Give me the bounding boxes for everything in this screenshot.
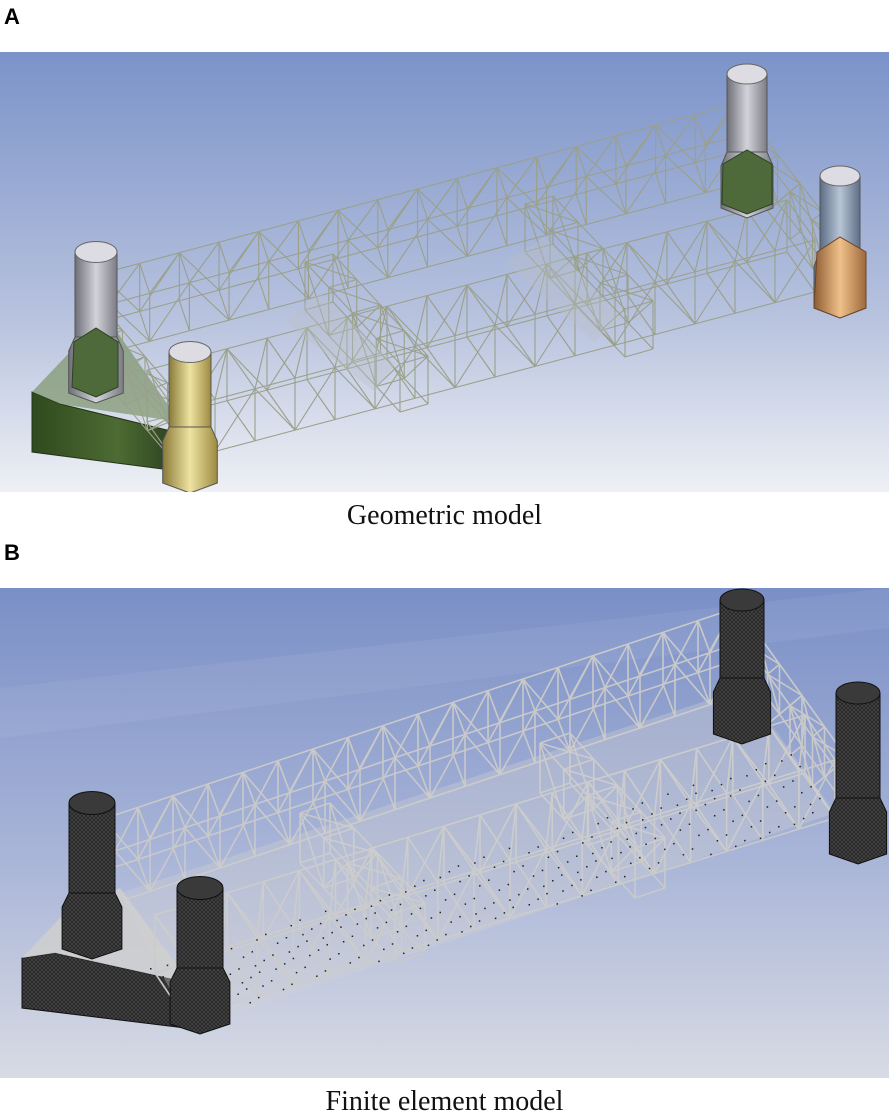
meshed-deck (120, 688, 835, 1028)
column-front-right-base (813, 236, 867, 319)
column-back-left-base (71, 327, 119, 398)
back-truss-beam (99, 103, 746, 353)
column-back-right-base (721, 149, 773, 215)
meshed-column-front-left (169, 876, 231, 1035)
meshed-column-front-right (828, 681, 888, 865)
meshed-back-truss-beam (102, 608, 746, 904)
cross-truss-beam-right (524, 195, 654, 358)
panel-b-label: B (4, 540, 20, 565)
meshed-column-back-right (712, 588, 772, 745)
finite-element-model-render (0, 588, 889, 1078)
center-slab-right (505, 237, 620, 342)
meshed-column-back-left (61, 791, 123, 960)
column-front-left (162, 341, 218, 492)
meshed-columns (61, 588, 888, 1035)
center-slab-left (285, 292, 395, 392)
cross-truss-beam-left (304, 253, 429, 413)
columns (68, 63, 867, 492)
meshed-cross-beam-left (299, 802, 426, 964)
panel-a-caption: Geometric model (346, 500, 543, 531)
geometric-model-view (0, 52, 889, 492)
meshed-cross-beam-right (539, 732, 666, 899)
finite-element-model-view (0, 588, 889, 1078)
panel-b-caption: Finite element model (325, 1086, 564, 1117)
panel-a-label: A (4, 4, 20, 29)
geometric-model-render (0, 52, 889, 492)
